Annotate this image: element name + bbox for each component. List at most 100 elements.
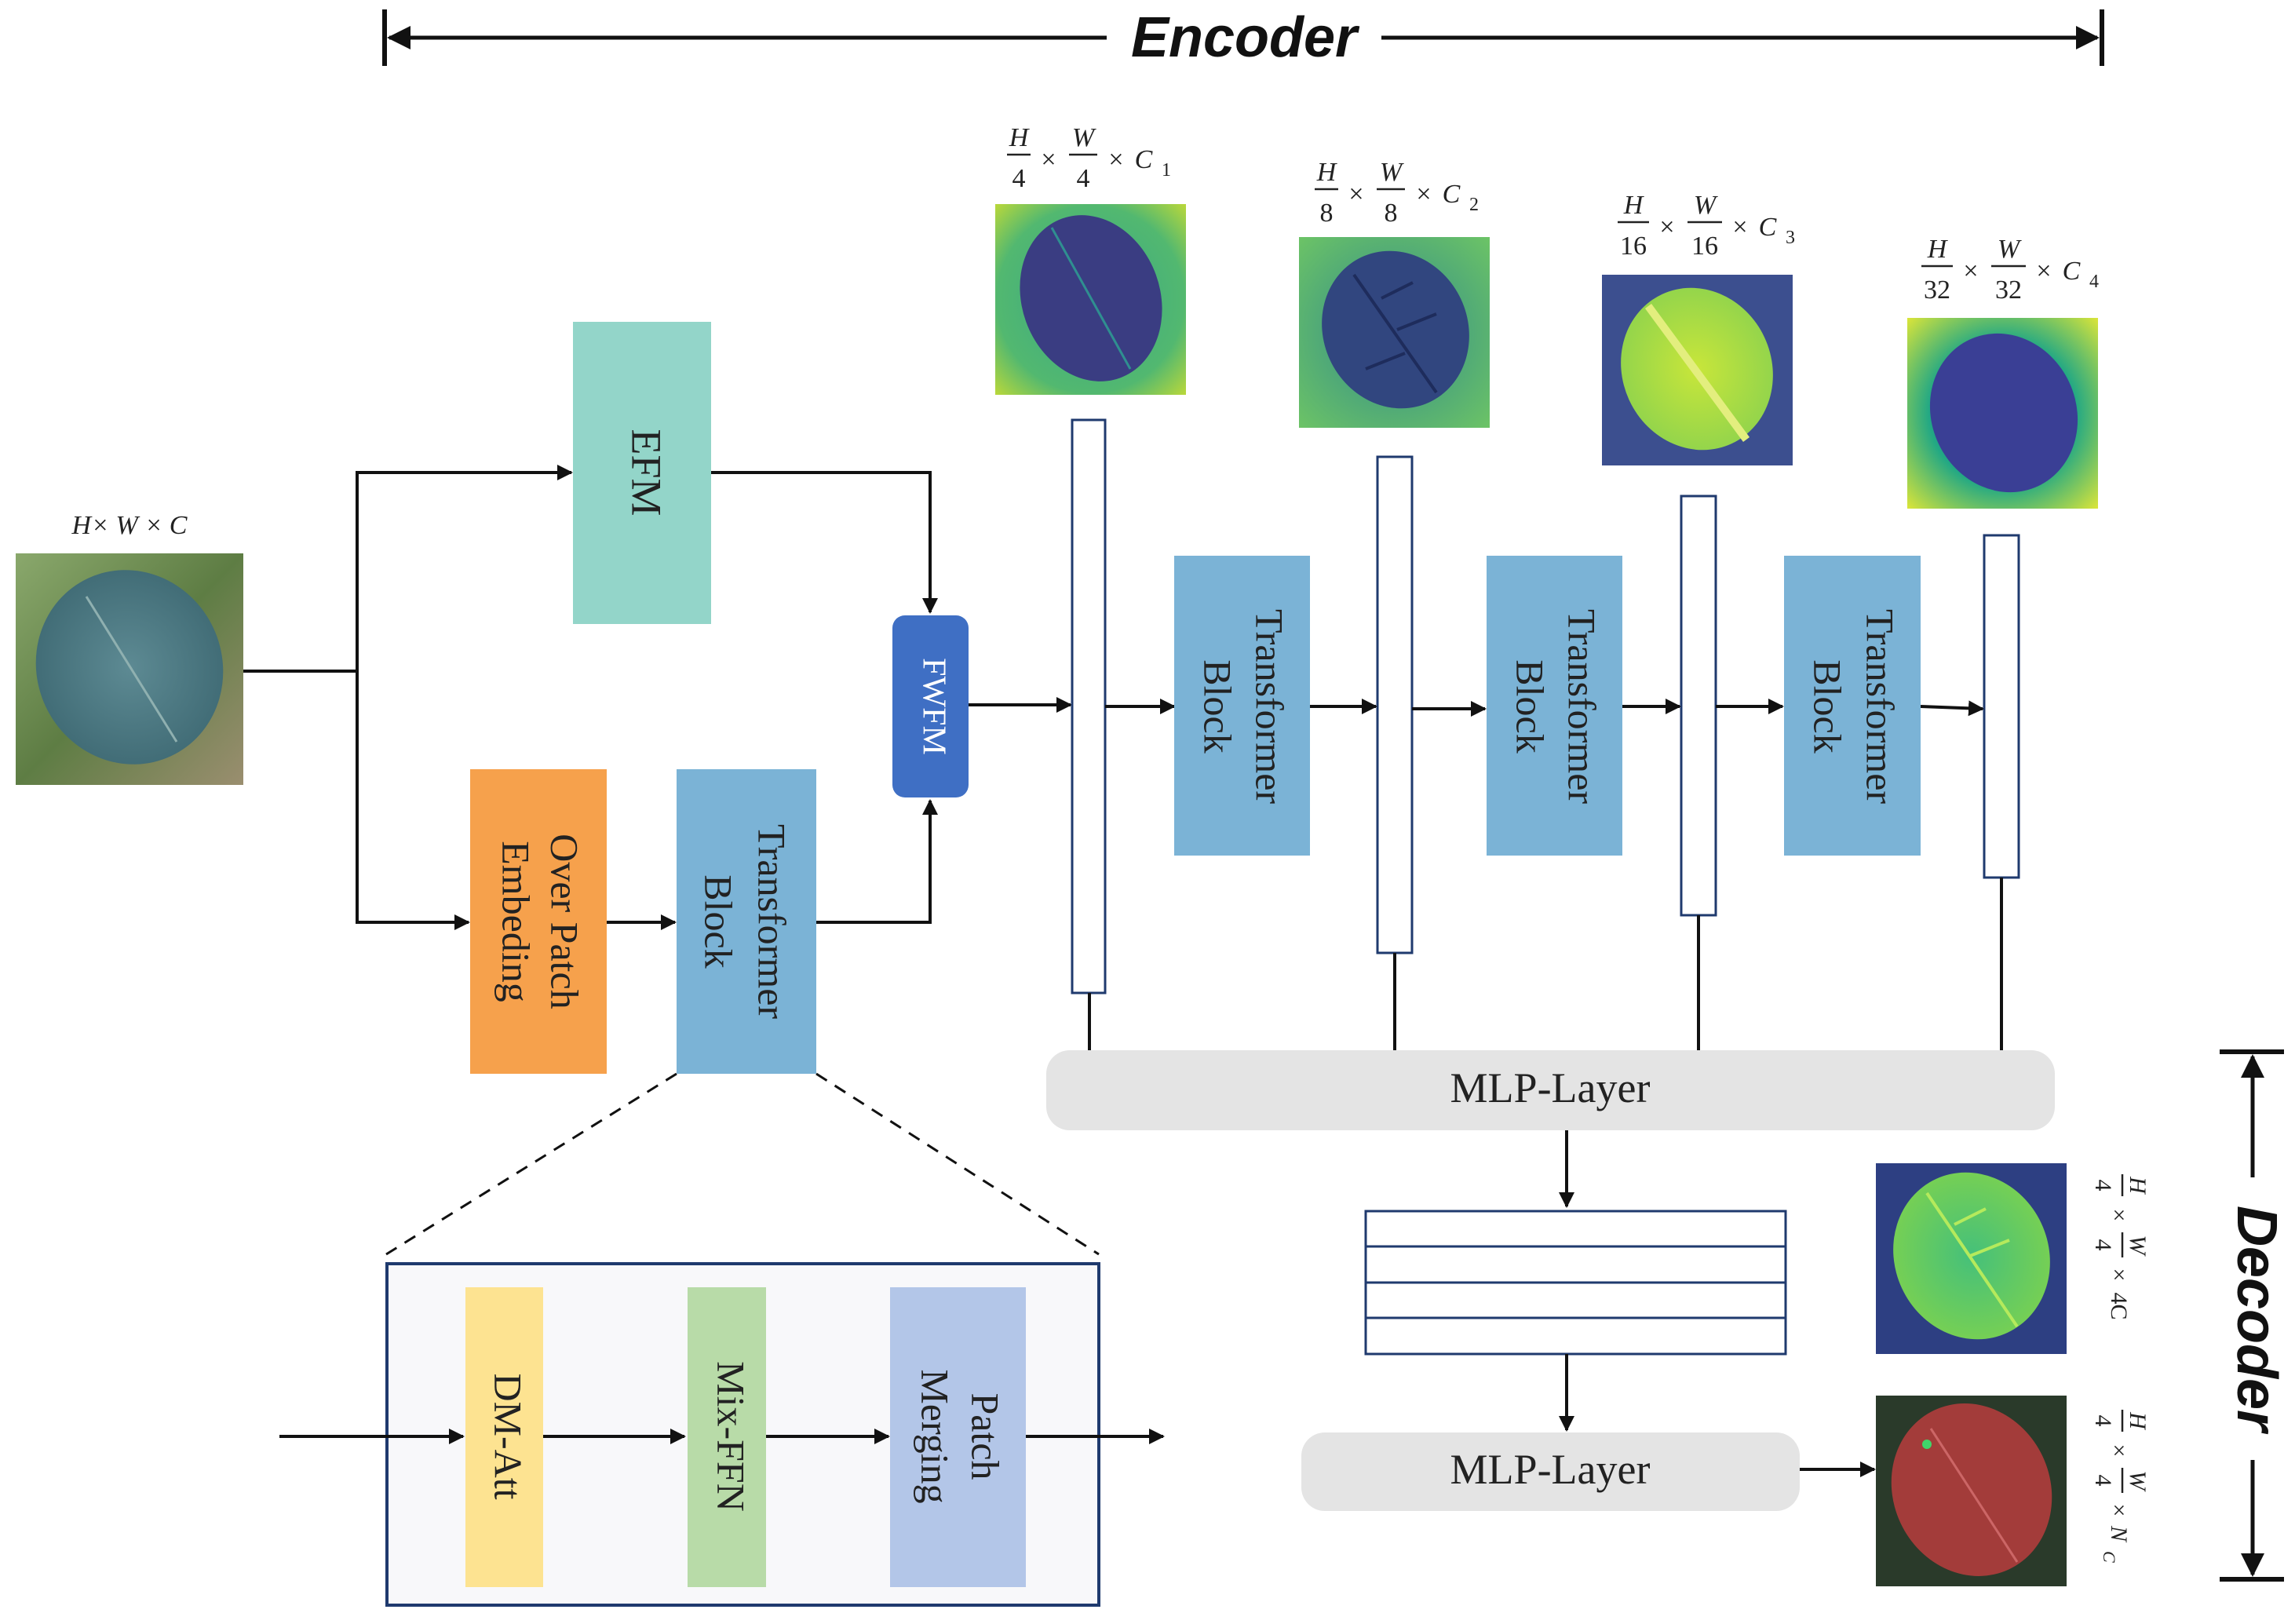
encoder-bracket: Encoder [382,6,2104,69]
transformer-1-label-line1: Transformer [750,824,794,1019]
decoder-dims-fused: H 4 × W 4 × 4C [2090,1174,2151,1320]
mix-ffn-block: Mix-FFN [688,1287,766,1587]
stage-4-w: W [1998,235,2022,264]
transformer-4-label-line1: Transformer [1859,609,1903,804]
stage-3-h-div: 16 [1620,232,1647,261]
stage-3-c: C [1759,213,1777,242]
column-to-mlp-lines [1088,878,2003,1050]
encoder-flow-arrows [1105,699,1984,717]
fused-feature-stack [1364,1210,1787,1356]
over-patch-label-line1: Over Patch [543,834,587,1009]
fwfm-block: FWFM [892,615,969,797]
decoder-label: Decoder [2225,1206,2288,1435]
fused-c: 4C [2106,1292,2132,1319]
segmentation-output [1876,1396,2067,1586]
dm-att-label: DM-Att [487,1373,531,1499]
efm-label: EFM [623,429,670,516]
stage-2-c: C [1443,180,1461,209]
stage-4-h-div: 32 [1924,276,1950,305]
feature-column-2 [1376,455,1414,954]
stage-4-w-div: 32 [1995,276,2022,305]
times-sign: × [2106,1209,2132,1222]
stage-3-w: W [1694,191,1718,220]
transformer-2-label-line1: Transformer [1248,609,1292,804]
patch-merging-block: Patch Merging [890,1287,1026,1587]
mlp-layer-top: MLP-Layer [1046,1050,2055,1130]
output-h: H [2125,1411,2151,1431]
mlp-layer-bottom-label: MLP-Layer [1450,1446,1651,1493]
encoder-label: Encoder [1131,6,1360,69]
stage-1-w-div: 4 [1077,164,1090,193]
fused-w-div: 4 [2090,1239,2116,1251]
stage-2-h: H [1316,158,1338,187]
transformer-1-label-line2: Block [697,874,741,968]
output-w: W [2125,1471,2151,1493]
output-c: N [2106,1525,2132,1543]
transformer-3-label-line1: Transformer [1560,609,1604,804]
feature-column-3 [1680,494,1717,917]
feature-map-1 [995,204,1186,395]
detail-zoom-lines [385,1072,1100,1256]
stage-3-h: H [1623,191,1645,220]
stage-dims: H 4 × W 4 × C 1 H 8 × W 8 × C 2 H 16 [1007,123,2099,305]
over-patch-embedding-block: Over Patch Embeding [470,769,607,1074]
input-dims-label: H× W × C [71,511,188,540]
stage-dims-4: H 32 × W 32 × C 4 [1921,235,2099,305]
times-sign: × [1732,213,1747,242]
feature-columns [1071,418,2020,994]
input-connectors [243,465,1072,930]
decoder-bracket: Decoder [2220,1049,2288,1582]
stage-dims-1: H 4 × W 4 × C 1 [1007,123,1171,193]
times-sign: × [2106,1268,2132,1282]
over-patch-label-line2: Embeding [494,841,538,1002]
transformer-block-4: Transformer Block [1784,556,1921,856]
stage-4-c-index: 4 [2089,272,2099,292]
mlp-layer-bottom: MLP-Layer [1301,1432,1800,1511]
feature-map-3 [1602,275,1793,465]
fwfm-label: FWFM [915,658,951,755]
times-sign: × [2106,1504,2132,1517]
transformer-detail-panel: DM-Att Mix-FFN Patch Merging [279,1262,1165,1607]
patch-merging-label-line2: Merging [914,1369,958,1503]
times-sign: × [1659,213,1674,242]
transformer-3-label-line2: Block [1509,659,1552,753]
efm-rect [573,322,711,624]
stage-4-h: H [1927,235,1949,264]
input-image: H× W × C [16,511,243,785]
mix-ffn-label: Mix-FFN [710,1361,753,1512]
dm-att-block: DM-Att [465,1287,543,1587]
times-sign: × [1963,257,1978,286]
patch-merging-label-line1: Patch [964,1392,1008,1480]
fused-h-div: 4 [2090,1180,2116,1192]
times-sign: × [1041,145,1056,174]
decoder-dims-output: H 4 × W 4 × N C [2090,1410,2151,1563]
fused-w: W [2125,1235,2151,1257]
times-sign: × [2036,257,2051,286]
feature-column-1 [1071,418,1107,994]
stage-3-c-index: 3 [1786,228,1795,248]
times-sign: × [1348,180,1363,209]
stage-dims-2: H 8 × W 8 × C 2 [1315,158,1479,228]
stage-3-w-div: 16 [1691,232,1718,261]
transformer-block-1: Transformer Block [677,769,816,1074]
transformer-2-label-line2: Block [1196,659,1240,753]
stage-2-h-div: 8 [1320,199,1334,228]
stage-2-w: W [1380,158,1404,187]
times-sign: × [2106,1444,2132,1458]
transformer-block-3: Transformer Block [1487,556,1622,856]
stage-1-c-index: 1 [1162,160,1171,181]
feature-column-4 [1983,534,2020,879]
feature-map-2 [1299,237,1490,428]
stage-2-c-index: 2 [1469,195,1479,215]
output-h-div: 4 [2090,1415,2116,1427]
stage-1-h-div: 4 [1012,164,1026,193]
fused-feature-map [1876,1163,2067,1354]
efm-block: EFM [573,322,711,624]
stage-1-c: C [1135,145,1153,174]
stage-2-w-div: 8 [1385,199,1398,228]
times-sign: × [1416,180,1431,209]
feature-map-4 [1907,318,2098,509]
output-c-index: C [2100,1551,2119,1563]
stage-dims-3: H 16 × W 16 × C 3 [1618,191,1795,261]
